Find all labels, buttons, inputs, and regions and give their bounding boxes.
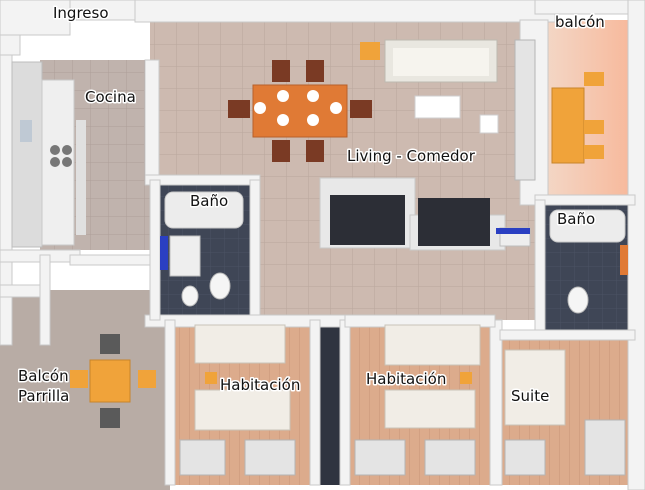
label-ingreso: Ingreso	[53, 4, 109, 22]
tv-unit-left	[330, 195, 405, 245]
label-balcon: balcón	[555, 13, 605, 31]
label-balcon-parrilla-1: Balcón	[18, 367, 69, 385]
bed-suite	[504, 349, 566, 426]
label-balcon-parrilla-2: Parrilla	[18, 387, 69, 405]
side-table	[479, 114, 499, 134]
label-living-comedor: Living - Comedor	[347, 147, 476, 165]
label-habitacion-1: Habitación	[220, 376, 300, 394]
balcony-floor-left	[0, 290, 170, 490]
curtains	[179, 39, 626, 476]
label-suite: Suite	[511, 387, 549, 405]
bathroom-right-fixtures	[496, 209, 628, 314]
label-cocina: Cocina	[85, 88, 136, 106]
bathroom-left-fixtures	[160, 191, 244, 307]
coffee-table	[414, 95, 461, 119]
label-bano-right: Baño	[557, 210, 595, 228]
kitchen-counter	[11, 61, 86, 248]
tv-unit-right	[418, 198, 490, 246]
sofa	[360, 39, 498, 83]
bed-bedroom-2	[384, 324, 481, 429]
dining-table	[228, 60, 372, 162]
label-habitacion-2: Habitación	[366, 370, 446, 388]
parrilla-table	[70, 334, 156, 428]
balcony-table	[551, 72, 604, 164]
bed-bedroom-1	[194, 324, 291, 431]
label-bano-left: Baño	[190, 192, 228, 210]
